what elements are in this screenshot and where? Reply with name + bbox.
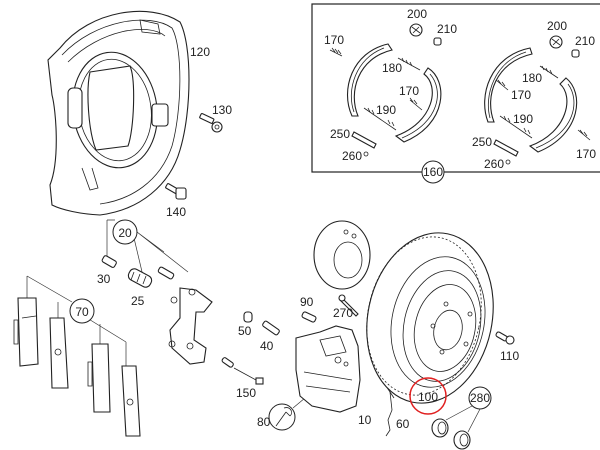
hub-cap-part[interactable] — [313, 220, 371, 290]
bleeder-40-part[interactable] — [262, 320, 280, 336]
label-170[interactable]: 170 — [399, 84, 419, 98]
sleeve-kit-280-group: 280 — [431, 386, 492, 450]
label-210[interactable]: 210 — [437, 22, 457, 36]
brake-shoe-left-pair[interactable] — [346, 43, 442, 143]
brake-disc-100-part[interactable] — [351, 221, 508, 415]
label-70[interactable]: 70 — [75, 305, 89, 319]
label-170[interactable]: 170 — [324, 33, 344, 47]
spring-190-left[interactable] — [363, 107, 397, 131]
bolt-130-part[interactable] — [199, 113, 223, 133]
bolt-90-part[interactable] — [301, 311, 317, 323]
bolt-270-part[interactable] — [338, 294, 359, 317]
label-80[interactable]: 80 — [257, 415, 271, 429]
label-10[interactable]: 10 — [358, 413, 372, 427]
caliper-bracket-part[interactable] — [168, 287, 213, 365]
label-130[interactable]: 130 — [212, 103, 232, 117]
bolt-guide-part[interactable] — [157, 266, 175, 280]
highlight-ring-100 — [409, 377, 447, 415]
brake-pad-4[interactable] — [121, 365, 141, 437]
label-110[interactable]: 110 — [500, 349, 519, 363]
label-260[interactable]: 260 — [484, 157, 504, 171]
label-60[interactable]: 60 — [396, 417, 410, 431]
adjuster-200-right[interactable] — [549, 35, 563, 49]
label-200[interactable]: 200 — [407, 7, 427, 21]
label-200[interactable]: 200 — [547, 19, 567, 33]
bushing-25-part[interactable] — [127, 267, 154, 289]
label-210[interactable]: 210 — [575, 34, 595, 48]
cap-50-part[interactable] — [243, 311, 253, 323]
label-160[interactable]: 160 — [423, 165, 443, 179]
label-90[interactable]: 90 — [300, 295, 314, 309]
label-260[interactable]: 260 — [342, 149, 362, 163]
label-170[interactable]: 170 — [576, 147, 596, 161]
label-250[interactable]: 250 — [472, 135, 492, 149]
spring-170-right-b[interactable] — [577, 129, 591, 141]
label-20[interactable]: 20 — [118, 226, 132, 240]
guide-kit-group: 20 30 25 — [97, 219, 189, 308]
bolt-140-part[interactable] — [165, 183, 187, 200]
label-150[interactable]: 150 — [236, 386, 256, 400]
label-100[interactable]: 100 — [418, 390, 438, 404]
cap-210-right[interactable] — [571, 49, 580, 58]
callout-160-circle[interactable] — [421, 160, 445, 184]
label-270[interactable]: 270 — [333, 306, 353, 320]
pin-260-left[interactable] — [363, 151, 369, 157]
label-120[interactable]: 120 — [190, 45, 210, 59]
screw-110-part[interactable] — [495, 331, 515, 345]
label-25[interactable]: 25 — [131, 294, 145, 308]
label-30[interactable]: 30 — [97, 272, 111, 286]
cap-210-left[interactable] — [433, 37, 442, 46]
wear-sensor-150-part[interactable] — [221, 357, 264, 385]
callout-20-circle[interactable] — [112, 219, 138, 245]
callout-70-circle[interactable] — [69, 298, 95, 324]
label-250[interactable]: 250 — [330, 127, 350, 141]
label-180[interactable]: 180 — [522, 71, 542, 85]
label-170[interactable]: 170 — [511, 88, 531, 102]
spring-180-left[interactable] — [397, 57, 421, 71]
brake-pad-1[interactable] — [13, 297, 39, 367]
label-180[interactable]: 180 — [382, 61, 402, 75]
dust-shield-part[interactable] — [47, 10, 190, 216]
label-40[interactable]: 40 — [260, 339, 274, 353]
label-190[interactable]: 190 — [513, 112, 533, 126]
spring-190-right[interactable] — [499, 115, 533, 139]
sleeve-280-b[interactable] — [453, 430, 471, 450]
label-140[interactable]: 140 — [166, 205, 186, 219]
label-190[interactable]: 190 — [376, 103, 396, 117]
spring-170-right-a[interactable] — [495, 79, 509, 91]
lever-250-right[interactable] — [493, 139, 519, 157]
brake-caliper-10-part[interactable] — [295, 325, 361, 413]
brake-pads-group: 70 — [13, 275, 141, 437]
brake-pad-3[interactable] — [87, 343, 111, 413]
brake-shoe-right-pair[interactable] — [484, 47, 578, 153]
pin-260-right[interactable] — [505, 159, 511, 165]
spring-180-right[interactable] — [539, 65, 559, 79]
label-50[interactable]: 50 — [238, 324, 252, 338]
lever-250-left[interactable] — [351, 131, 377, 149]
sleeve-280-a[interactable] — [431, 418, 449, 438]
brake-pad-2[interactable] — [49, 317, 69, 389]
spring-170-left-b[interactable] — [409, 97, 423, 111]
label-280[interactable]: 280 — [470, 391, 490, 405]
adjuster-200-left[interactable] — [409, 23, 423, 37]
spring-170-left-a[interactable] — [329, 47, 343, 57]
parking-brake-group: 170 200 210 180 170 190 250 260 200 210 … — [311, 3, 600, 184]
spring-clip-60-part[interactable] — [385, 385, 395, 437]
guide-pin-30-part[interactable] — [101, 255, 117, 268]
tightening-torque-80-symbol[interactable] — [268, 397, 306, 431]
